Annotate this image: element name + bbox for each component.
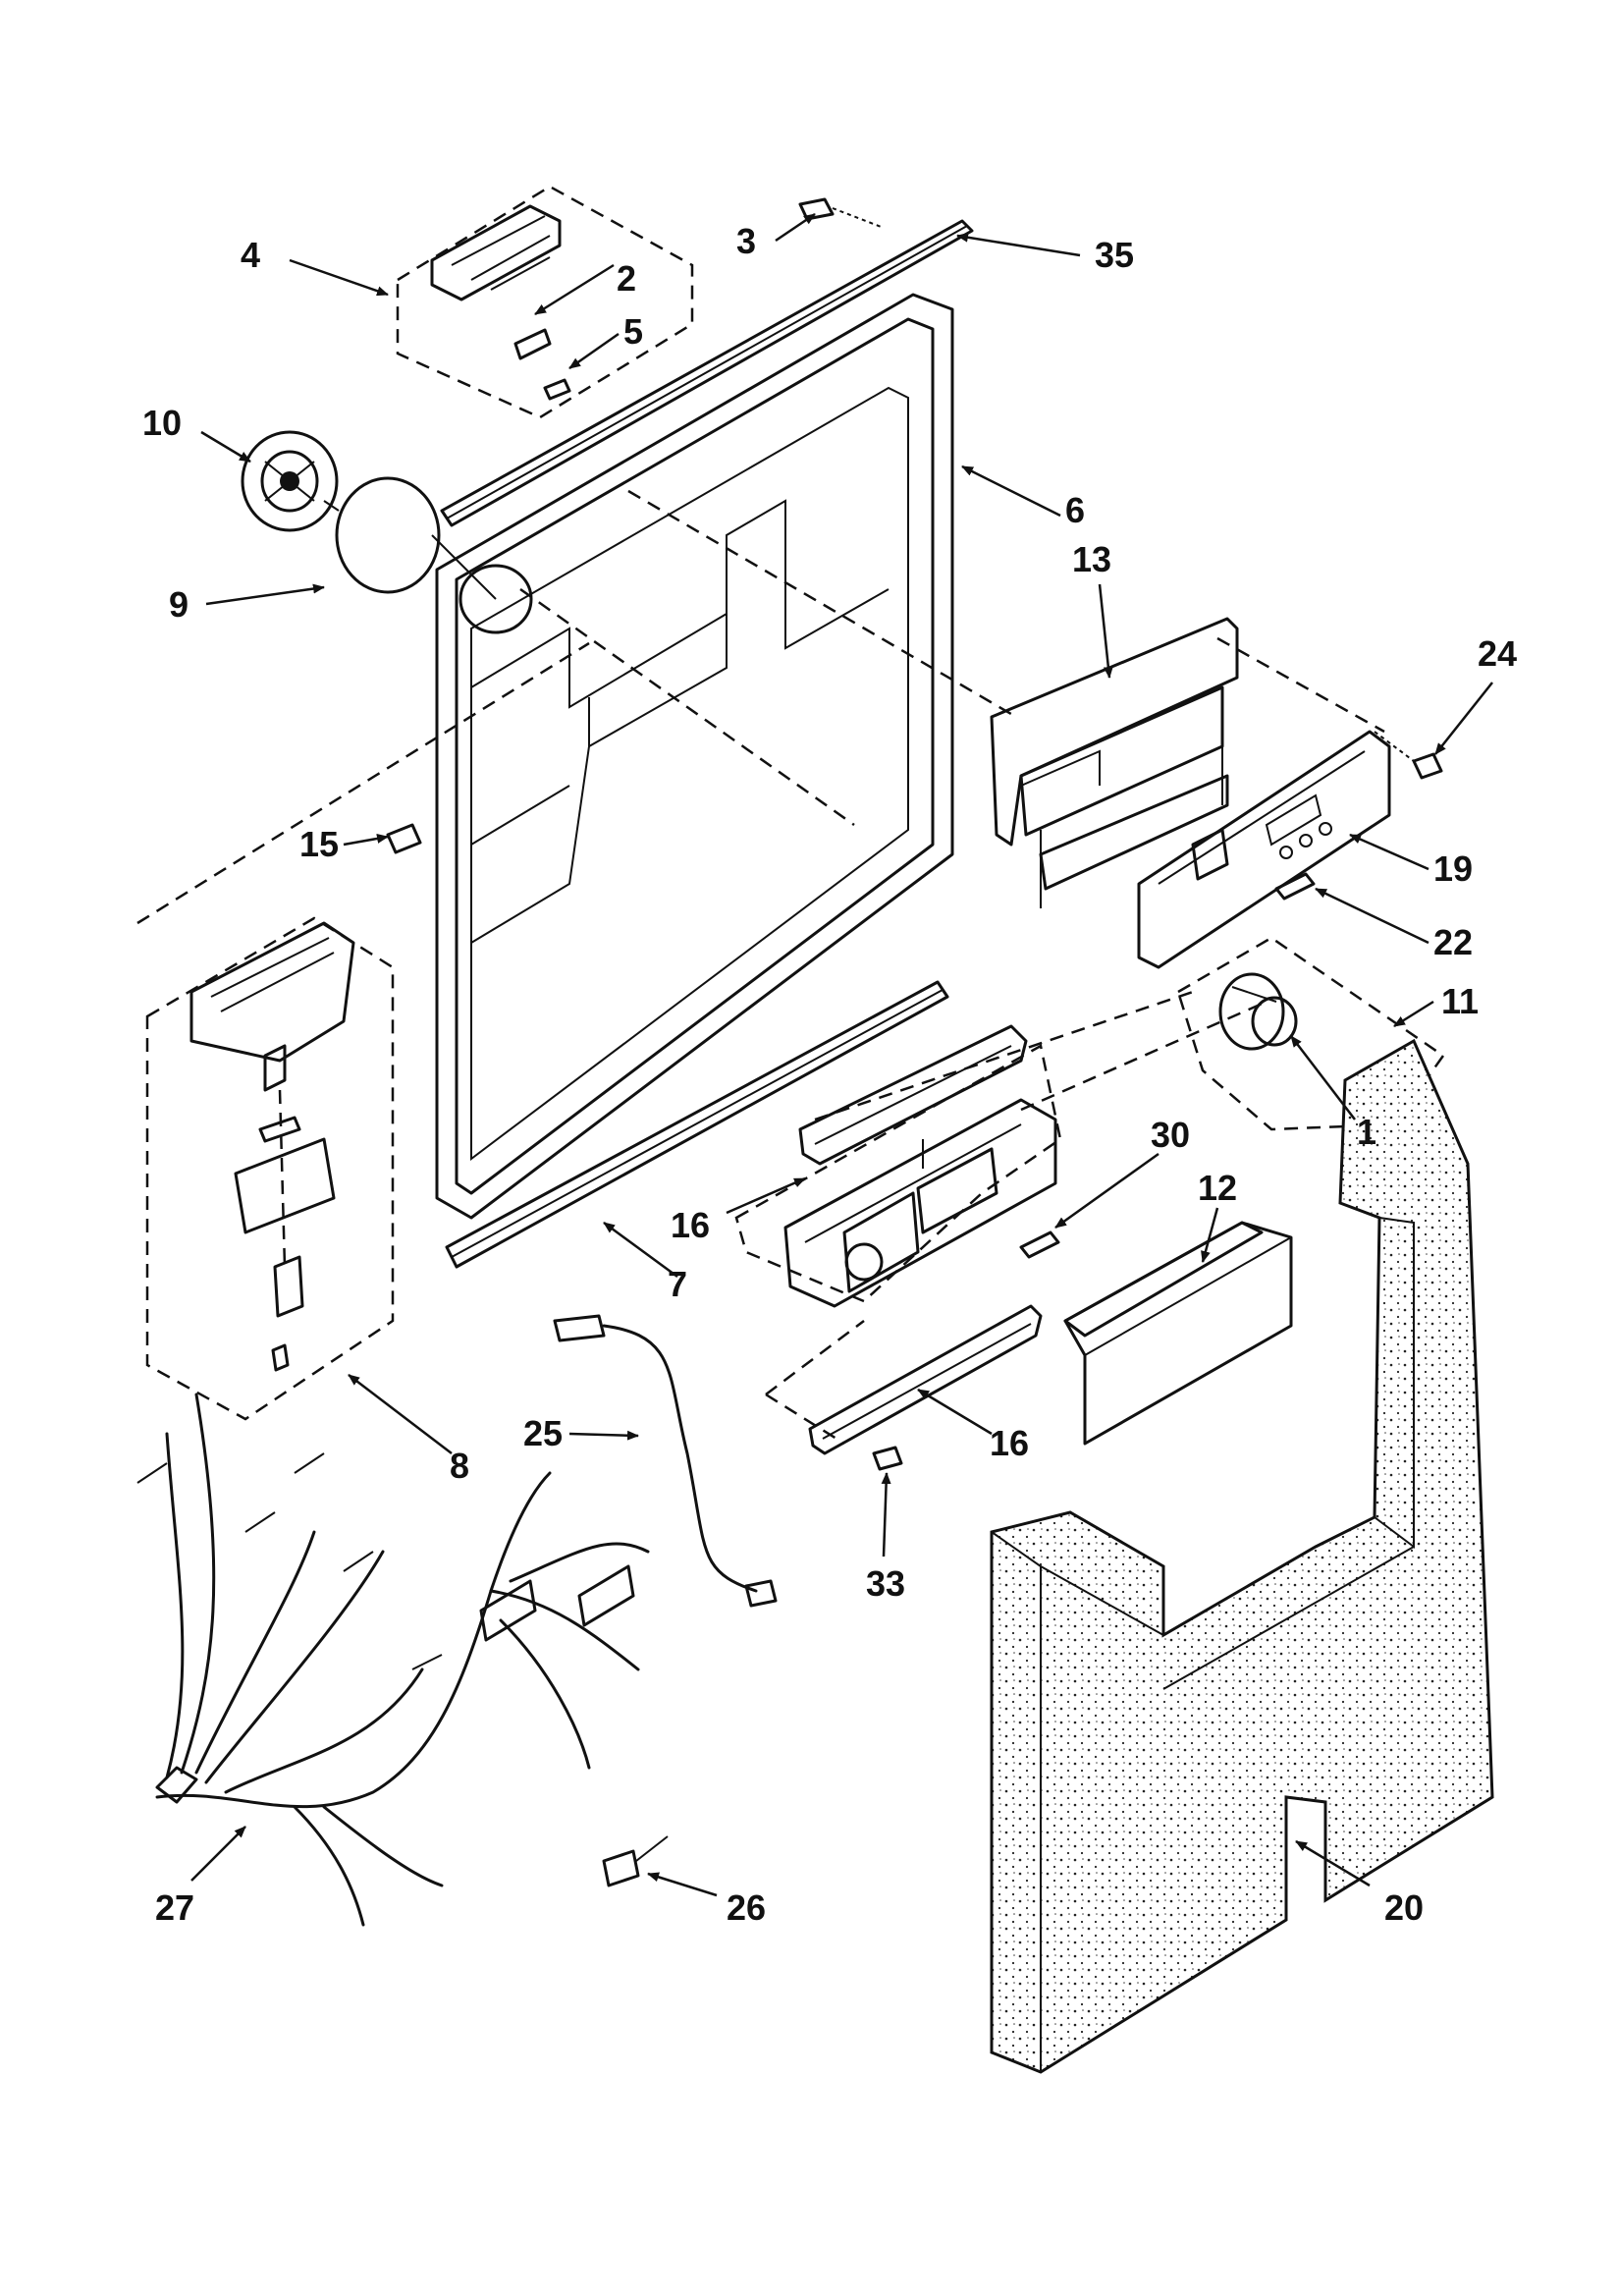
callout-16-lower: 16	[990, 1423, 1029, 1463]
callout-15: 15	[299, 824, 339, 864]
callout-7: 7	[668, 1264, 687, 1304]
callout-2: 2	[617, 258, 636, 299]
insulation-strip	[1063, 1221, 1293, 1446]
callout-10: 10	[142, 403, 182, 443]
screw-3	[798, 197, 885, 229]
callout-27: 26	[727, 1887, 766, 1928]
latch-assembly	[734, 1044, 1062, 1308]
leader-lines	[190, 212, 1493, 1897]
callout-13: 13	[1072, 539, 1111, 579]
switch-bracket-assembly	[396, 185, 694, 419]
callout-22: 22	[1433, 922, 1473, 962]
callout-1: 1	[1357, 1112, 1376, 1152]
vent-assembly	[241, 430, 339, 532]
control-bracket	[990, 617, 1239, 908]
callout-26: 30	[1151, 1115, 1190, 1155]
switch-15	[386, 823, 422, 854]
callout-6: 6	[1065, 490, 1085, 530]
callout-3: 3	[736, 221, 756, 261]
callout-12: 12	[1198, 1168, 1237, 1208]
callout-30: 27	[155, 1887, 194, 1928]
dash-panel-bracket	[627, 489, 1017, 719]
callout-8: 8	[450, 1446, 469, 1486]
knob-assembly	[1176, 936, 1445, 1131]
callout-20: 24	[1478, 633, 1517, 674]
callout-24: 25	[523, 1413, 563, 1453]
callout-11: 11	[1441, 981, 1479, 1021]
dash-panel-vent	[519, 587, 855, 827]
dash-bracket-board	[1216, 636, 1385, 734]
dash-dispenser-panel	[136, 641, 590, 925]
main-wire-harness	[136, 1393, 650, 1927]
callout-16-upper: 16	[671, 1205, 710, 1245]
callout-33: 33	[866, 1563, 905, 1604]
callout-5: 5	[623, 311, 643, 352]
bottom-trim-strip	[445, 980, 949, 1269]
dash-latch-cover	[765, 1320, 865, 1446]
wire-harness-24	[553, 1314, 778, 1608]
top-trim-strip	[440, 219, 974, 527]
dash-latch-knob-2	[1020, 1000, 1267, 1112]
callout-35: 35	[1095, 235, 1134, 275]
callout-19: 19	[1433, 848, 1473, 889]
callout-9: 9	[169, 584, 189, 625]
callout-4: 4	[241, 235, 260, 275]
control-board	[1137, 730, 1391, 969]
latch-cover-lower	[808, 1304, 1043, 1455]
screw-20	[1374, 731, 1443, 780]
dispenser-assembly	[145, 916, 395, 1421]
vent-gasket	[323, 476, 497, 600]
callout-labels: 4 2 5 3 35 10 6 13 9 24 15 19 22 11 1 30…	[142, 221, 1517, 1928]
door-insulation-panel	[990, 1038, 1494, 2074]
screw-33	[872, 1446, 903, 1471]
callout-25: 20	[1384, 1887, 1424, 1928]
connector-27	[602, 1835, 669, 1887]
inner-door-panel	[435, 293, 954, 1220]
latch-part-26	[1019, 1230, 1060, 1259]
latch-cover-upper	[798, 1024, 1028, 1166]
dash-latch-knob	[814, 990, 1194, 1121]
